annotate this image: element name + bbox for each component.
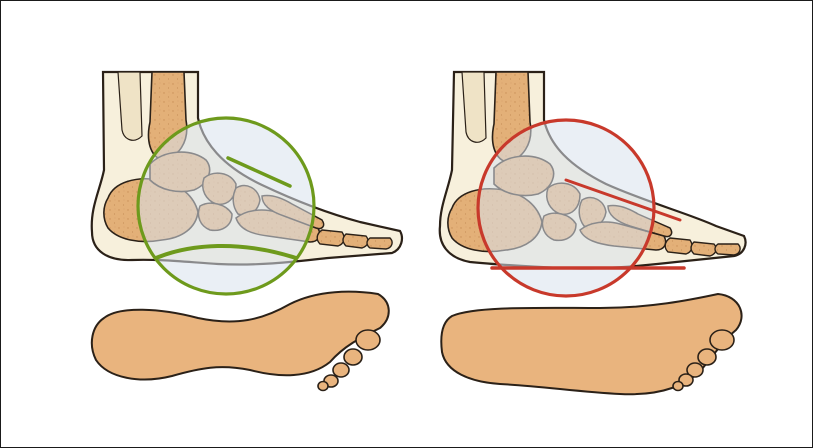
normal-phalanx-2 (343, 234, 368, 248)
flat-toe-5 (673, 382, 683, 391)
flat-phalanx-1 (665, 238, 692, 254)
flat-toe-1 (710, 330, 734, 350)
flat-footprint-sole (441, 294, 741, 394)
normal-toe-5 (318, 382, 328, 391)
normal-phalanx-1 (317, 230, 344, 246)
normal-fibula-bone (118, 72, 142, 140)
normal-arch-panel (92, 72, 402, 391)
normal-toe-2 (344, 349, 362, 365)
normal-phalanx-3 (367, 238, 392, 249)
flat-toe-2 (698, 349, 716, 365)
normal-magnifier-circle (138, 118, 314, 294)
flat-fibula-bone (462, 72, 486, 142)
flat-arch-panel (440, 72, 746, 394)
flat-phalanx-3 (715, 244, 740, 255)
flat-phalanx-2 (691, 242, 716, 256)
normal-toe-3 (333, 363, 349, 377)
normal-toe-1 (356, 330, 380, 350)
